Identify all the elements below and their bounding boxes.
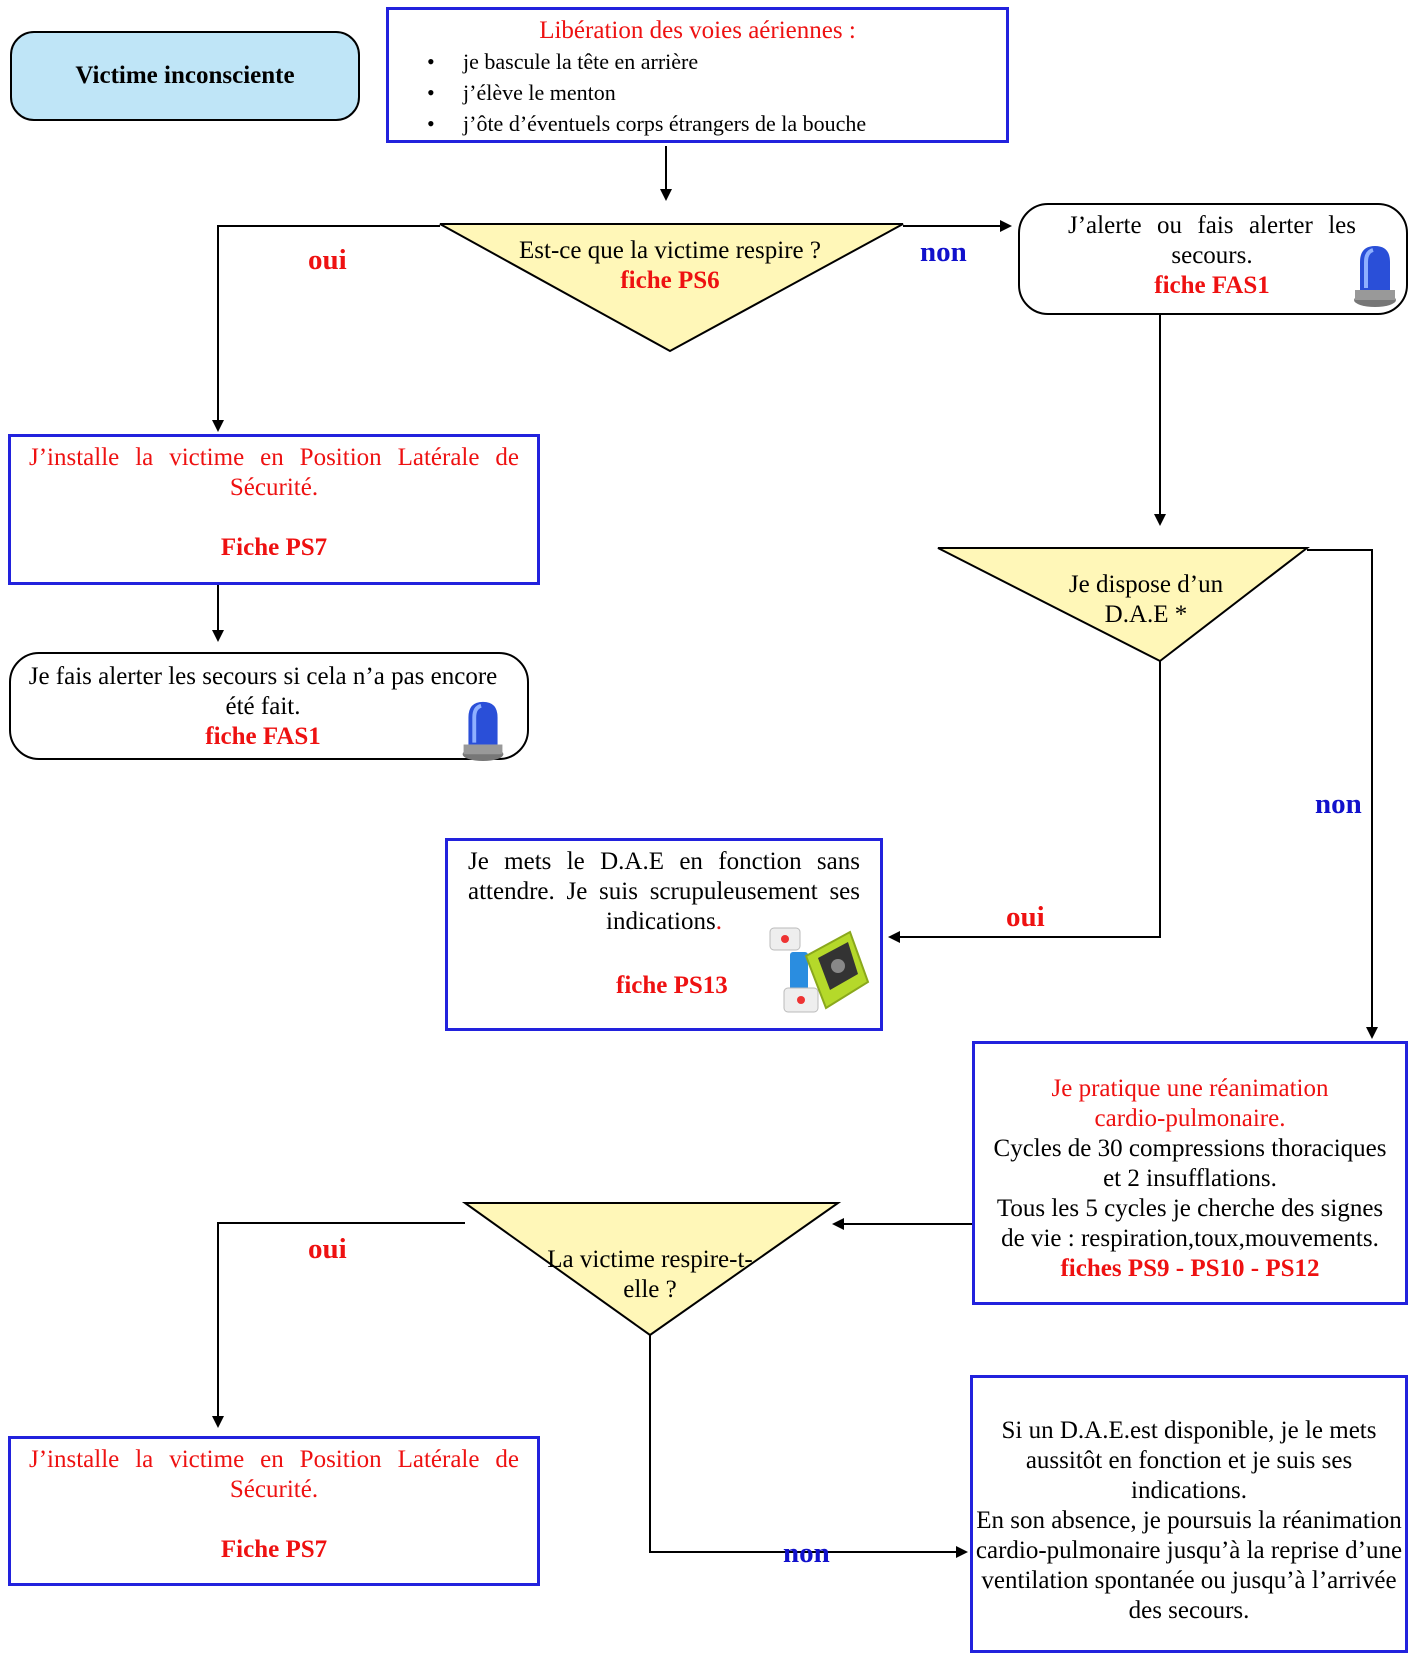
beacon-icon <box>1354 246 1396 307</box>
aed-box: Je mets le D.A.E en fonction sans attend… <box>445 838 883 1031</box>
aed-text-main: Je mets le D.A.E en fonction sans attend… <box>468 848 860 935</box>
decision2-shape <box>937 547 1310 663</box>
defibrillator-icon <box>769 927 870 1013</box>
decision2-no-label: non <box>1315 788 1362 820</box>
airway-item: j’élève le menton <box>389 77 1006 108</box>
alert2-ref: fiche FAS1 <box>205 723 321 750</box>
pls1-ref: Fiche PS7 <box>220 534 328 561</box>
pls2-text: J’installe la victime en Position Latéra… <box>29 1446 519 1503</box>
final-line1: Si un D.A.E.est disponible, je le mets a… <box>1001 1417 1377 1504</box>
decision1-no-label: non <box>920 236 967 268</box>
cpr-line1: Cycles de 30 compressions thoraciques et… <box>993 1135 1387 1192</box>
pls2-ref: Fiche PS7 <box>220 1536 328 1563</box>
pls1-text: J’installe la victime en Position Latéra… <box>29 444 519 501</box>
cpr-line2: Tous les 5 cycles je cherche des signes … <box>996 1195 1384 1252</box>
alert2-text: Je fais alerter les secours si cela n’a … <box>28 663 498 720</box>
decision1-shape <box>439 223 904 353</box>
airway-box: Libération des voies aériennes : je basc… <box>386 7 1009 143</box>
airway-list: je bascule la tête en arrière j’élève le… <box>389 46 1006 139</box>
cpr-ref: fiches PS9 - PS10 - PS12 <box>1060 1255 1320 1282</box>
cpr-box: Je pratique une réanimation cardio-pulmo… <box>972 1041 1408 1305</box>
final-box: Si un D.A.E.est disponible, je le mets a… <box>970 1375 1408 1653</box>
decision3-yes-label: oui <box>308 1233 347 1265</box>
start-box: Victime inconsciente <box>10 31 360 121</box>
final-line2: En son absence, je poursuis la réanimati… <box>975 1507 1403 1624</box>
arrow-decision2-no <box>1307 549 1378 1039</box>
alert2-box: Je fais alerter les secours si cela n’a … <box>9 652 529 760</box>
decision3-no-label: non <box>783 1537 830 1569</box>
arrow-decision3-yes <box>212 1222 465 1428</box>
decision3-text: La victime respire-t-elle ? <box>545 1245 755 1305</box>
decision3-question: La victime respire-t-elle ? <box>547 1246 753 1303</box>
aed-text: Je mets le D.A.E en fonction sans attend… <box>468 847 860 937</box>
decision2-yes-label: oui <box>1006 901 1045 933</box>
cpr-title: Je pratique une réanimation cardio-pulmo… <box>1051 1075 1329 1132</box>
aed-text-dot: . <box>715 908 722 935</box>
decision3-shape <box>461 1202 842 1337</box>
decision1-text: Est-ce que la victime respire ? fiche PS… <box>480 236 860 296</box>
decision1-yes-label: oui <box>308 244 347 276</box>
arrow-decision3-no <box>649 1335 968 1558</box>
pls1-box: J’installe la victime en Position Latéra… <box>8 434 540 585</box>
decision2-question: Je dispose d’un D.A.E * <box>1068 571 1224 628</box>
start-title: Victime inconsciente <box>75 62 295 89</box>
beacon-icon <box>462 701 504 762</box>
airway-item: j’ôte d’éventuels corps étrangers de la … <box>389 108 1006 139</box>
decision1-question: Est-ce que la victime respire ? <box>519 237 821 264</box>
pls2-box: J’installe la victime en Position Latéra… <box>8 1436 540 1586</box>
alert1-text: J’alerte ou fais alerter les secours. <box>1068 212 1356 269</box>
alert1-box: J’alerte ou fais alerter les secours. fi… <box>1018 203 1408 315</box>
decision2-text: Je dispose d’un D.A.E * <box>1056 570 1236 630</box>
arrow-decision1-yes <box>212 225 440 432</box>
aed-ref: fiche PS13 <box>616 972 728 999</box>
decision1-ref: fiche PS6 <box>620 267 720 294</box>
alert1-ref: fiche FAS1 <box>1154 272 1270 299</box>
airway-title: Libération des voies aériennes : <box>539 17 856 44</box>
arrow-decision2-yes <box>888 661 1161 943</box>
airway-item: je bascule la tête en arrière <box>389 46 1006 77</box>
